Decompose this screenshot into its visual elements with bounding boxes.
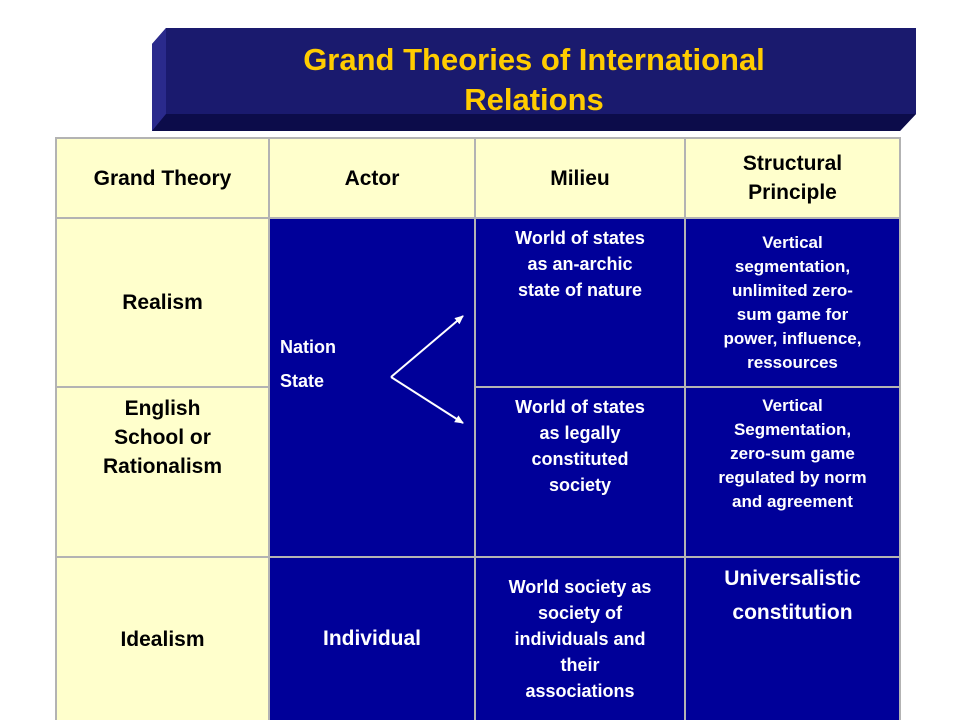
header-grand-theory: Grand Theory	[57, 139, 268, 217]
milieu-english-school: World of states as legally constituted s…	[476, 388, 684, 556]
arrow-to-english-school-icon	[390, 376, 464, 424]
title-banner-shape	[152, 28, 916, 131]
header-actor: Actor	[270, 139, 474, 217]
header-milieu: Milieu	[476, 139, 684, 217]
principle-realism: Vertical segmentation, unlimited zero- s…	[686, 219, 899, 386]
milieu-idealism: World society as society of individuals …	[476, 558, 684, 720]
actor-nation-state: Nation State	[280, 337, 336, 391]
milieu-realism: World of states as an-archic state of na…	[476, 219, 684, 386]
theory-realism: Realism	[57, 219, 268, 386]
theory-english-school: English School or Rationalism	[57, 388, 268, 556]
header-structural-principle: Structural Principle	[686, 139, 899, 217]
arrow-to-realism-icon	[390, 315, 464, 378]
principle-idealism: Universalistic constitution	[686, 558, 899, 720]
actor-individual: Individual	[270, 558, 474, 720]
principle-english-school: Vertical Segmentation, zero-sum game reg…	[686, 388, 899, 556]
actor-nation-state-cell	[270, 219, 474, 556]
theory-idealism: Idealism	[57, 558, 268, 720]
page-title: Grand Theories of International Relation…	[303, 42, 765, 117]
title-banner: Grand Theories of International Relation…	[152, 28, 916, 131]
